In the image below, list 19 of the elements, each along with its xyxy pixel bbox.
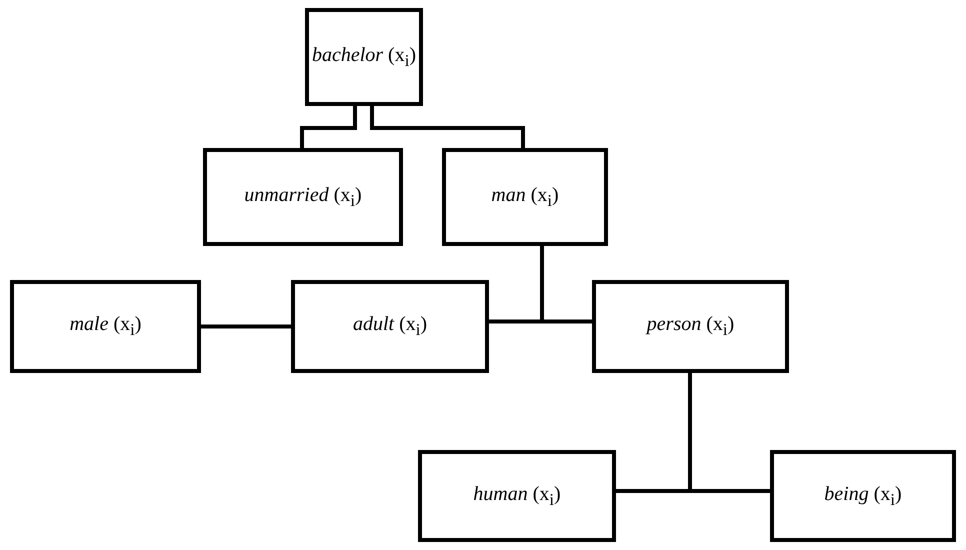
concept-label: unmarried (x$_{i}$)	[244, 184, 362, 210]
connector-line	[300, 106, 357, 148]
concept-box	[10, 280, 201, 373]
concept-box	[305, 8, 423, 106]
concept-box	[592, 280, 789, 373]
concept-box	[291, 280, 489, 373]
concept-label: man (x$_{i}$)	[491, 184, 559, 210]
concept-label: male (x$_{i}$)	[70, 313, 142, 340]
concept-box	[442, 148, 608, 246]
concept-label: human (x$_{i}$)	[473, 482, 561, 510]
concept-box	[418, 450, 616, 542]
concept-label: being (x$_{i}$)	[824, 482, 902, 510]
connector-line	[201, 324, 291, 328]
concept-box	[203, 148, 403, 246]
concept-label: adult (x$_{i}$)	[352, 313, 428, 340]
concept-label: person (x$_{i}$)	[646, 313, 734, 340]
concept-box	[770, 450, 956, 542]
concept-label: bachelor (x$_{i}$)	[312, 44, 416, 70]
connector-line	[370, 106, 525, 148]
